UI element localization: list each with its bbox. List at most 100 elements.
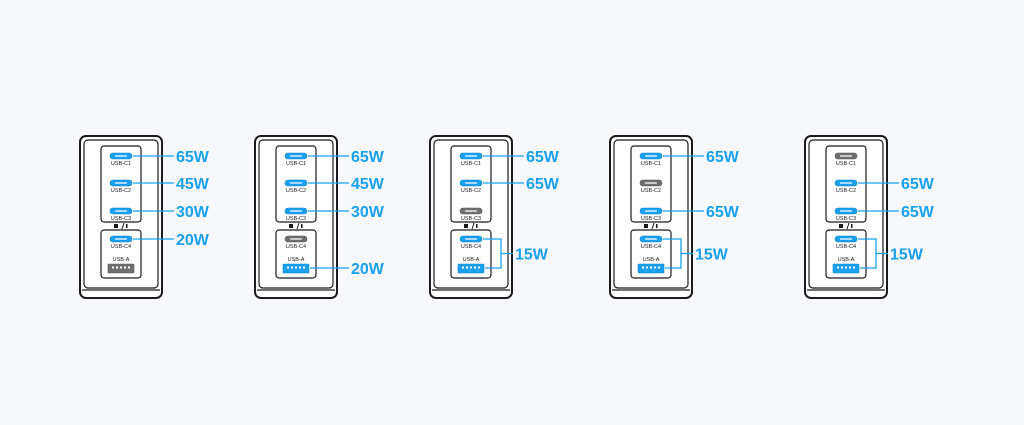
port-label-a: USB-A bbox=[113, 257, 130, 263]
usb-c-port-tongue bbox=[115, 182, 127, 184]
usb-a-pin bbox=[299, 266, 301, 269]
output-watt-label: 15W bbox=[890, 247, 924, 264]
usb-a-pin bbox=[112, 266, 114, 269]
port-label-c4: USB-C4 bbox=[836, 244, 856, 250]
output-watt-label: 15W bbox=[515, 247, 549, 264]
port-label-c1: USB-C1 bbox=[836, 161, 856, 167]
charger-config-1: USB-C1USB-C2USB-C3USB-C4USB-A65W45W30W20… bbox=[79, 135, 210, 299]
usb-a-pin bbox=[845, 266, 847, 269]
charger-inner-rim bbox=[613, 139, 689, 289]
output-watt-label: 65W bbox=[901, 204, 935, 221]
port-panel-upper bbox=[275, 145, 317, 223]
output-watt-label: 20W bbox=[176, 232, 210, 249]
usb-c-port-tongue bbox=[290, 210, 302, 212]
usb-a-pin bbox=[287, 266, 289, 269]
port-label-c2: USB-C2 bbox=[461, 188, 481, 194]
separator-mark bbox=[126, 224, 128, 228]
port-label-c3: USB-C3 bbox=[641, 216, 661, 222]
usb-a-pin bbox=[295, 266, 297, 269]
separator-mark bbox=[464, 224, 468, 228]
usb-c-port-tongue bbox=[290, 155, 302, 157]
usb-c-port-tongue bbox=[115, 155, 127, 157]
port-label-c2: USB-C2 bbox=[111, 188, 131, 194]
output-watt-label: 65W bbox=[706, 204, 740, 221]
output-watt-label: 65W bbox=[901, 176, 935, 193]
port-label-c4: USB-C4 bbox=[286, 244, 306, 250]
separator-mark bbox=[289, 224, 293, 228]
usb-a-pin bbox=[462, 266, 464, 269]
port-label-c1: USB-C1 bbox=[111, 161, 131, 167]
output-watt-label: 30W bbox=[176, 204, 210, 221]
usb-a-pin bbox=[478, 266, 480, 269]
usb-a-pin bbox=[650, 266, 652, 269]
port-label-c4: USB-C4 bbox=[641, 244, 661, 250]
port-panel-lower bbox=[825, 229, 867, 279]
usb-a-pin bbox=[849, 266, 851, 269]
usb-c-port-tongue bbox=[840, 238, 852, 240]
usb-a-pin bbox=[474, 266, 476, 269]
port-label-c1: USB-C1 bbox=[286, 161, 306, 167]
port-label-c4: USB-C4 bbox=[111, 244, 131, 250]
separator-mark bbox=[301, 224, 303, 228]
port-label-a: USB-A bbox=[288, 257, 305, 263]
port-panel-upper bbox=[100, 145, 142, 223]
usb-c-port-tongue bbox=[645, 182, 657, 184]
separator-mark bbox=[846, 222, 850, 230]
usb-c-port-tongue bbox=[290, 238, 302, 240]
separator-mark bbox=[476, 224, 478, 228]
usb-a-pin bbox=[853, 266, 855, 269]
usb-a-pin bbox=[658, 266, 660, 269]
port-panel-upper bbox=[630, 145, 672, 223]
usb-a-pin bbox=[120, 266, 122, 269]
usb-a-pin bbox=[470, 266, 472, 269]
output-watt-label: 65W bbox=[706, 149, 740, 166]
port-panel-upper bbox=[450, 145, 492, 223]
usb-a-pin bbox=[466, 266, 468, 269]
usb-a-pin bbox=[124, 266, 126, 269]
usb-a-pin bbox=[837, 266, 839, 269]
port-label-c3: USB-C3 bbox=[286, 216, 306, 222]
port-label-a: USB-A bbox=[838, 257, 855, 263]
separator-mark bbox=[651, 222, 655, 230]
separator-mark bbox=[656, 224, 658, 228]
usb-c-port-tongue bbox=[840, 155, 852, 157]
port-label-a: USB-A bbox=[463, 257, 480, 263]
port-label-c2: USB-C2 bbox=[836, 188, 856, 194]
usb-a-pin bbox=[654, 266, 656, 269]
port-label-c1: USB-C1 bbox=[461, 161, 481, 167]
usb-c-port-tongue bbox=[115, 210, 127, 212]
usb-c-port-tongue bbox=[465, 238, 477, 240]
usb-c-port-tongue bbox=[465, 210, 477, 212]
usb-c-port-tongue bbox=[115, 238, 127, 240]
separator-mark bbox=[121, 222, 125, 230]
separator-mark bbox=[114, 224, 118, 228]
usb-a-pin bbox=[646, 266, 648, 269]
usb-a-pin bbox=[128, 266, 130, 269]
output-watt-label: 15W bbox=[695, 247, 729, 264]
port-label-c3: USB-C3 bbox=[461, 216, 481, 222]
usb-c-port-tongue bbox=[840, 210, 852, 212]
separator-mark bbox=[296, 222, 300, 230]
output-watt-label: 65W bbox=[176, 149, 210, 166]
usb-a-pin bbox=[116, 266, 118, 269]
separator-mark bbox=[471, 222, 475, 230]
port-label-c4: USB-C4 bbox=[461, 244, 481, 250]
charger-inner-rim bbox=[808, 139, 884, 289]
usb-a-pin bbox=[291, 266, 293, 269]
port-panel-lower bbox=[450, 229, 492, 279]
charger-config-2: USB-C1USB-C2USB-C3USB-C4USB-A65W45W30W20… bbox=[254, 135, 385, 299]
usb-a-pin bbox=[841, 266, 843, 269]
usb-c-port-tongue bbox=[645, 238, 657, 240]
usb-c-port-tongue bbox=[840, 182, 852, 184]
output-watt-label: 20W bbox=[351, 261, 385, 278]
output-watt-label: 65W bbox=[526, 149, 560, 166]
usb-a-pin bbox=[303, 266, 305, 269]
port-label-a: USB-A bbox=[643, 257, 660, 263]
port-label-c3: USB-C3 bbox=[836, 216, 856, 222]
usb-c-port-tongue bbox=[645, 210, 657, 212]
